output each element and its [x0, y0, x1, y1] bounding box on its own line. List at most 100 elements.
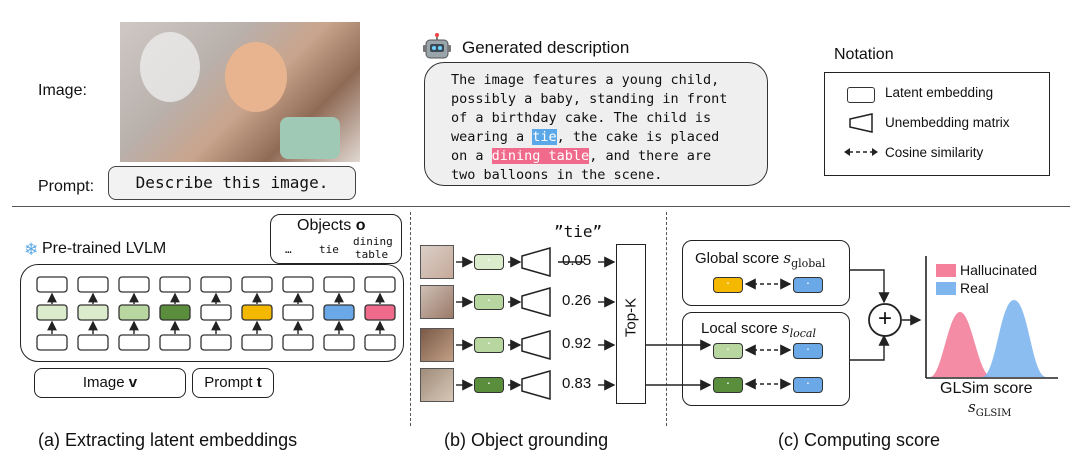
global-score-sub: global	[791, 257, 826, 270]
local-patch-embedding-2	[713, 374, 743, 393]
lvlm-embedding-cell	[241, 334, 273, 351]
unembedding-matrix-icon	[847, 113, 875, 138]
plus-icon: +	[877, 305, 892, 332]
lvlm-box	[20, 264, 404, 362]
local-score-sub: local	[789, 327, 816, 340]
caption-c: (c) Computing score	[778, 430, 941, 450]
lvlm-embedding-cell	[159, 304, 191, 321]
image-input-label: Image	[82, 374, 129, 391]
lvlm-embedding-cell	[77, 276, 109, 293]
glsim-distribution-plot	[925, 256, 1058, 379]
prompt-input-symbol: t	[256, 374, 262, 391]
row-arrows	[456, 256, 616, 391]
lvlm-label: Pre-trained LVLM	[42, 240, 167, 257]
glsim-symbol: s	[968, 398, 976, 416]
patch-embedding-3	[474, 334, 504, 353]
lvlm-embedding-cell	[323, 304, 355, 321]
lvlm-embedding-cell	[36, 334, 68, 351]
patch-thumb-1	[420, 245, 454, 279]
desc-line-6: two balloons in the scene.	[451, 167, 663, 183]
desc-text: wearing a	[451, 129, 533, 145]
plus-circle	[868, 303, 902, 337]
lvlm-embedding-cell	[159, 334, 191, 351]
unembedding-trapezoids	[521, 247, 551, 400]
local-object-embedding-1	[793, 340, 823, 359]
topk-box: Top-K	[616, 244, 646, 404]
snowflake-icon: ❄	[24, 240, 39, 259]
score-3: 0.92	[562, 335, 592, 352]
desc-text: , and there are	[589, 148, 712, 164]
lvlm-embedding-cell	[241, 304, 273, 321]
global-image-embedding	[793, 274, 823, 293]
image-input-box: Image v	[34, 368, 186, 398]
global-score-box: Global score sglobal	[682, 240, 850, 306]
notation-item-latent: Latent embedding	[885, 85, 994, 100]
legend-real: Real	[960, 280, 989, 296]
patch-embedding-1	[474, 251, 504, 270]
grounding-word: ”tie”	[554, 222, 603, 241]
notation-item-cosine: Cosine similarity	[885, 145, 984, 160]
image-input-symbol: v	[128, 374, 138, 391]
score-4: 0.83	[562, 375, 592, 392]
object-table: table	[355, 248, 389, 261]
glsim-sub: GLSIM	[975, 408, 1012, 419]
object-dining: dining	[353, 235, 393, 248]
objects-label: Objects	[297, 217, 356, 234]
lvlm-embedding-cell	[159, 276, 191, 293]
lvlm-embedding-cell	[323, 334, 355, 351]
desc-line-4: wearing a tie, the cake is placed	[451, 128, 767, 147]
latent-embedding-icon	[847, 87, 875, 103]
lvlm-embedding-cell	[36, 304, 68, 321]
local-score-label: Local score	[701, 320, 782, 337]
child-face-shape	[225, 42, 287, 112]
lvlm-embedding-cell	[364, 334, 396, 351]
desc-line-1: The image features a young child,	[451, 72, 720, 88]
highlight-real-object: tie	[532, 129, 557, 145]
lvlm-embedding-cell	[364, 304, 396, 321]
cosine-similarity-icon	[843, 145, 879, 163]
objects-box: Objects o … tie dining table	[270, 214, 402, 264]
cake-shape	[280, 117, 340, 159]
global-score-symbol: s	[783, 249, 792, 267]
global-score-title: Global score sglobal	[695, 249, 825, 270]
lvlm-embedding-cell	[282, 276, 314, 293]
lvlm-embedding-cell	[77, 304, 109, 321]
patch-embedding-4	[474, 374, 504, 393]
generated-title: Generated description	[462, 38, 630, 57]
lvlm-embedding-cell	[323, 276, 355, 293]
lvlm-embedding-cell	[118, 276, 150, 293]
local-object-embedding-2	[793, 374, 823, 393]
prompt-label: Prompt:	[38, 178, 95, 195]
lvlm-embedding-cell	[200, 334, 232, 351]
desc-text: , the cake is placed	[556, 129, 720, 145]
lvlm-embedding-cell	[200, 304, 232, 321]
lvlm-embedding-cell	[282, 334, 314, 351]
objects-ellipsis: …	[285, 243, 292, 256]
lvlm-embedding-cell	[241, 276, 273, 293]
legend-swatch-hallucinated	[936, 264, 956, 277]
lvlm-embedding-cell	[118, 334, 150, 351]
real-distribution	[982, 300, 1046, 377]
global-score-label: Global score	[695, 250, 784, 267]
local-patch-embedding-1	[713, 340, 743, 359]
glsim-score-symbol: sGLSIM	[968, 398, 1011, 419]
legend-swatch-real	[936, 282, 956, 295]
caption-b: (b) Object grounding	[444, 430, 609, 450]
caption-a: (a) Extracting latent embeddings	[38, 430, 298, 450]
notation-item-unembedding: Unembedding matrix	[885, 115, 1010, 130]
robot-icon	[422, 32, 452, 62]
section-divider	[12, 206, 1070, 207]
lvlm-embedding-cell	[36, 276, 68, 293]
patch-thumb-4	[420, 368, 454, 402]
desc-text: on a	[451, 148, 492, 164]
score-1: 0.05	[562, 252, 592, 269]
divider-bc	[666, 212, 667, 426]
highlight-hallucinated-object: dining table	[491, 148, 590, 164]
object-tie: tie	[319, 243, 339, 256]
description-box: The image features a young child, possib…	[424, 62, 768, 186]
lvlm-embedding-cell	[364, 276, 396, 293]
grounding-arrows	[456, 247, 616, 400]
local-score-box: Local score slocal	[682, 312, 850, 406]
desc-line-5: on a dining table, and there are	[451, 147, 767, 166]
